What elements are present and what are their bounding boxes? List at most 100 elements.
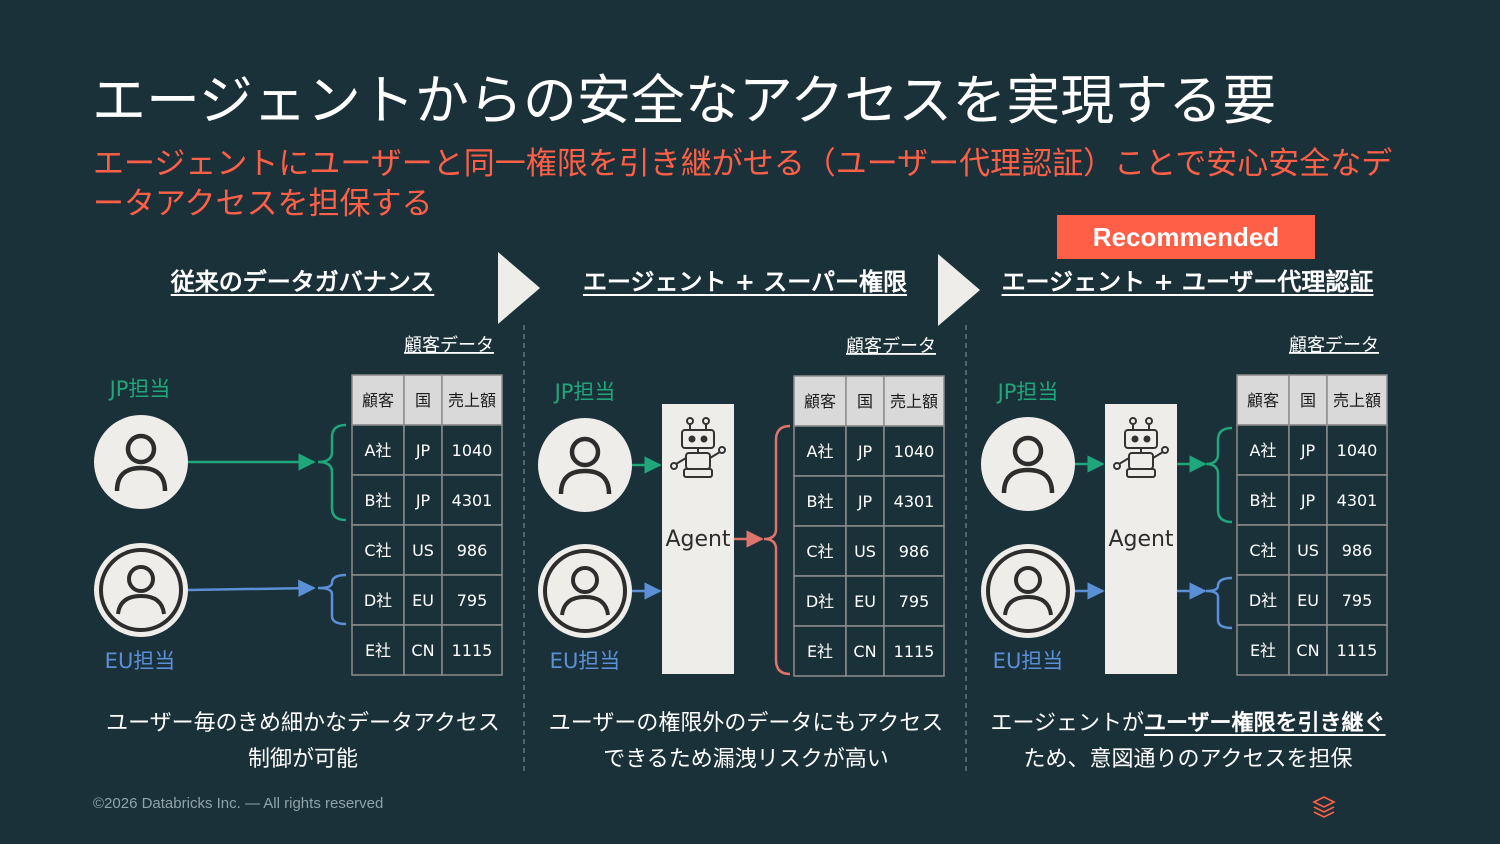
caption-line: エージェントがユーザー権限を引き継ぐ <box>974 706 1402 742</box>
table-cell-text: D社 <box>364 591 392 610</box>
user-circle-icon <box>94 543 188 637</box>
eu-user-label: EU担当 <box>993 649 1064 673</box>
table-header-text: 顧客 <box>362 391 394 410</box>
table-cell-text: B社 <box>1250 491 1277 510</box>
table-header-text: 国 <box>415 391 431 410</box>
table-cell-text: A社 <box>807 442 834 461</box>
panel-1-caption: ユーザー毎のきめ細かなデータアクセス 制御が可能 <box>88 706 518 778</box>
table-cell <box>1236 574 1290 626</box>
panel-1-heading: 従来のデータガバナンス <box>170 268 435 296</box>
table-cell <box>845 475 885 527</box>
table-cell <box>883 525 945 577</box>
jp-bracket <box>317 423 347 522</box>
table-cell <box>883 475 945 527</box>
table-cell <box>1236 424 1290 476</box>
table-cell-text: 4301 <box>1337 491 1378 510</box>
caption-line: ユーザーの権限外のデータにもアクセス <box>548 711 944 736</box>
table-cell-text: 1115 <box>452 641 493 660</box>
table-cell-text: 1040 <box>452 441 493 460</box>
jp-user-label: JP担当 <box>108 377 171 401</box>
table-cell-text: EU <box>1297 591 1319 610</box>
table-cell-text: A社 <box>365 441 392 460</box>
table-cell-text: CN <box>411 641 434 660</box>
table-cell-text: B社 <box>365 491 392 510</box>
table-cell <box>793 475 847 527</box>
table-cell-text: 1040 <box>894 442 935 461</box>
table-cell <box>883 575 945 627</box>
table-cell <box>793 625 847 677</box>
table-cell <box>793 575 847 627</box>
table-cell-text: 986 <box>1342 541 1373 560</box>
slide-subtitle: エージェントにユーザーと同一権限を引き継がせる（ユーザー代理認証）ことで安心安全… <box>93 146 1393 222</box>
jp-user-label: JP担当 <box>996 380 1059 404</box>
table-cell-text: JP <box>1300 441 1316 460</box>
table-cell <box>351 474 405 526</box>
table-caption: 顧客データ <box>404 335 494 356</box>
panel-2-heading: エージェント + スーパー権限 <box>582 268 908 296</box>
table-cell-text: 795 <box>457 591 488 610</box>
table-cell-text: E社 <box>807 642 833 661</box>
table-cell-text: D社 <box>806 592 834 611</box>
table-cell <box>351 624 405 676</box>
table-cell <box>441 524 503 576</box>
table-cell-text: JP <box>415 491 431 510</box>
caption-line: できるため漏洩リスクが高い <box>603 747 889 772</box>
table-header-text: 国 <box>857 392 873 411</box>
chevron-right-icon <box>498 252 540 324</box>
table-cell <box>441 424 503 476</box>
table-cell-text: CN <box>853 642 876 661</box>
table-cell <box>403 574 443 626</box>
table-cell <box>441 474 503 526</box>
table-cell <box>351 524 405 576</box>
table-header-text: 売上額 <box>1333 391 1381 410</box>
user-icon <box>94 415 188 509</box>
table-cell-text: US <box>1297 541 1319 560</box>
eu-user-label: EU担当 <box>550 649 621 673</box>
caption-line: 制御が可能 <box>247 747 358 772</box>
table-cell-text: E社 <box>365 641 391 660</box>
table-cell <box>1326 574 1388 626</box>
table-cell <box>1326 524 1388 576</box>
eu-bracket <box>317 573 347 626</box>
table-cell-text: JP <box>857 442 873 461</box>
table-header-cell <box>793 375 847 427</box>
table-caption: 顧客データ <box>1289 335 1379 356</box>
table-cell-text: JP <box>857 492 873 511</box>
table-cell <box>845 425 885 477</box>
table-cell-text: CN <box>1296 641 1319 660</box>
table-cell <box>1326 624 1388 676</box>
slide-title: エージェントからの安全なアクセスを実現する要 <box>92 69 1277 132</box>
table-cell-text: 986 <box>457 541 488 560</box>
panel-3-caption: エージェントがユーザー権限を引き継ぐ ため、意図通りのアクセスを担保 <box>974 706 1402 778</box>
robot-icon <box>670 417 726 478</box>
caption-line: ため、意図通りのアクセスを担保 <box>1023 747 1353 772</box>
table-header-cell <box>1288 374 1328 426</box>
table-header-cell <box>441 374 503 426</box>
table-cell-text: 1115 <box>894 642 935 661</box>
table-header-text: 売上額 <box>448 391 496 410</box>
table-cell <box>403 624 443 676</box>
table-cell <box>883 425 945 477</box>
eu-bracket <box>1205 576 1233 630</box>
table-cell <box>883 625 945 677</box>
table-cell-text: C社 <box>364 541 391 560</box>
table-cell-text: A社 <box>1250 441 1277 460</box>
panel-2-caption: ユーザーの権限外のデータにもアクセス できるため漏洩リスクが高い <box>530 706 962 778</box>
super-bracket <box>763 424 791 676</box>
table-cell <box>845 575 885 627</box>
table-header-cell <box>883 375 945 427</box>
caption-text: エージェントが <box>990 711 1144 736</box>
table-cell <box>1236 624 1290 676</box>
agent-label: Agent <box>665 527 730 552</box>
table-cell-text: 4301 <box>894 492 935 511</box>
table-cell-text: EU <box>854 592 876 611</box>
table-cell-text: JP <box>1300 491 1316 510</box>
recommended-badge: Recommended <box>1057 215 1315 259</box>
table-cell-text: US <box>854 542 876 561</box>
caption-line: ユーザー毎のきめ細かなデータアクセス <box>106 711 500 736</box>
table-cell-text: JP <box>415 441 431 460</box>
